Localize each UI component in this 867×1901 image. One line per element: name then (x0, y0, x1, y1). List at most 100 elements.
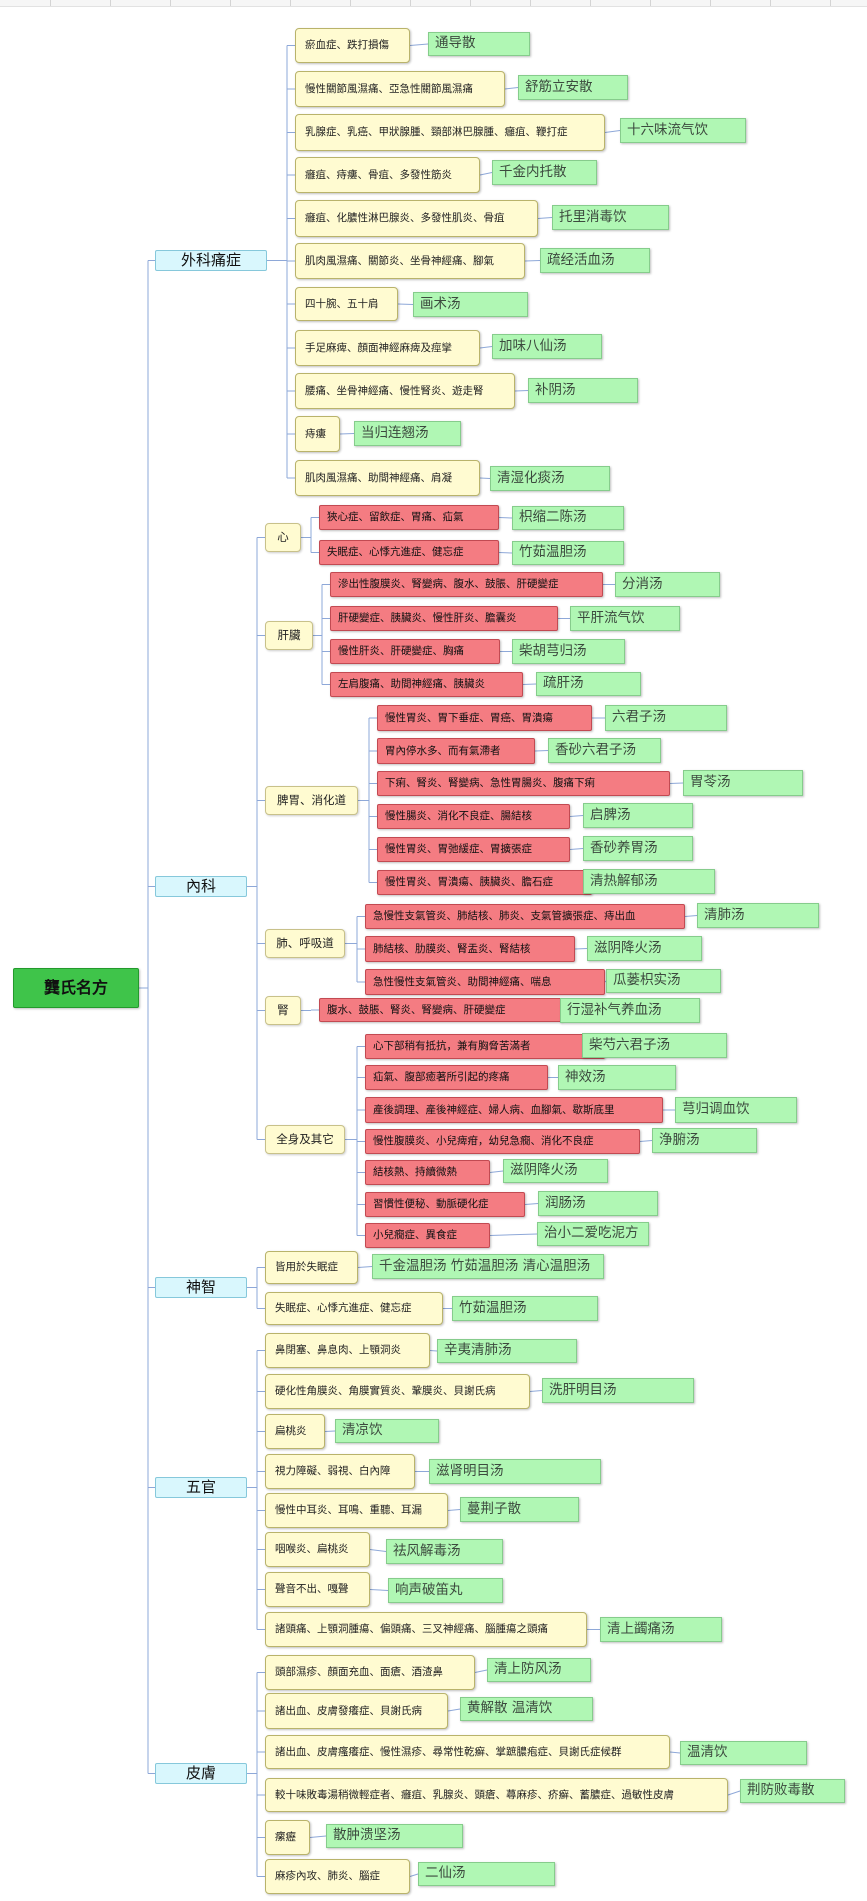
symptom-node[interactable]: 左肩腹痛、助間神經痛、胰臟炎 (330, 672, 523, 697)
subgroup-node[interactable]: 脾胃、消化道 (265, 786, 358, 815)
prescription-node[interactable]: 分消汤 (615, 572, 720, 597)
category-node[interactable]: 神智 (155, 1277, 247, 1298)
prescription-node[interactable]: 加味八仙汤 (492, 334, 602, 359)
symptom-node[interactable]: 慢性腸炎、消化不良症、腸結核 (377, 804, 570, 829)
symptom-node[interactable]: 較十味敗毒湯稍微輕症者、癰疽、乳腺炎、頭瘡、蕁麻疹、疥癬、蓄膿症、過敏性皮膚 (265, 1778, 728, 1812)
prescription-node[interactable]: 清热解郁汤 (583, 869, 715, 894)
symptom-node[interactable]: 急慢性支氣管炎、肺結核、肺炎、支氣管擴張症、痔出血 (365, 904, 685, 929)
prescription-node[interactable]: 散肿溃坚汤 (326, 1824, 463, 1848)
prescription-node[interactable]: 清上防风汤 (487, 1658, 591, 1682)
prescription-node[interactable]: 二仙汤 (418, 1862, 555, 1886)
symptom-node[interactable]: 手足麻痺、顏面神經麻痺及痙攣 (295, 330, 480, 366)
symptom-node[interactable]: 習慣性便秘、動脈硬化症 (365, 1192, 525, 1217)
prescription-node[interactable]: 治小二爱吃泥方 (537, 1222, 649, 1246)
prescription-node[interactable]: 黄解散 温清饮 (460, 1697, 593, 1721)
subgroup-node[interactable]: 全身及其它 (265, 1125, 345, 1154)
prescription-node[interactable]: 平肝流气饮 (570, 606, 680, 631)
prescription-node[interactable]: 舒筋立安散 (518, 75, 628, 100)
symptom-node[interactable]: 肺結核、肋膜炎、腎盂炎、腎結核 (365, 936, 575, 962)
category-node[interactable]: 皮膚 (155, 1763, 247, 1784)
prescription-node[interactable]: 胃苓汤 (683, 770, 803, 796)
symptom-node[interactable]: 痔瘻 (295, 416, 340, 452)
category-node[interactable]: 五官 (155, 1477, 247, 1498)
category-node[interactable]: 外科痛症 (155, 250, 267, 271)
subgroup-node[interactable]: 腎 (265, 996, 301, 1025)
symptom-node[interactable]: 肌肉風濕痛、助間神經痛、肩凝 (295, 460, 480, 496)
symptom-node[interactable]: 產後調理、產後神經症、婦人病、血腳氣、歇斯底里 (365, 1097, 663, 1123)
symptom-node[interactable]: 慢性關節風濕痛、亞急性關節風濕痛 (295, 71, 505, 107)
prescription-node[interactable]: 行湿补气养血汤 (560, 998, 700, 1023)
symptom-node[interactable]: 慢性胃炎、胃潰瘍、胰臟炎、膽石症 (377, 870, 592, 895)
symptom-node[interactable]: 癰疽、痔瘻、骨疽、多發性筋炎 (295, 157, 480, 193)
prescription-node[interactable]: 千金内托散 (492, 160, 597, 185)
prescription-node[interactable]: 六君子汤 (605, 705, 727, 731)
symptom-node[interactable]: 疝氣、腹部癒著所引起的疼痛 (365, 1065, 548, 1090)
prescription-node[interactable]: 浄腑汤 (652, 1128, 757, 1153)
root-node[interactable]: 龔氏名方 (13, 968, 139, 1008)
symptom-node[interactable]: 胃內停水多、而有氣滯者 (377, 738, 535, 764)
prescription-node[interactable]: 枳缩二陈汤 (512, 506, 624, 530)
prescription-node[interactable]: 启脾汤 (583, 803, 693, 828)
prescription-node[interactable]: 洗肝明目汤 (542, 1378, 694, 1403)
symptom-node[interactable]: 失眠症、心悸亢進症、健忘症 (265, 1292, 443, 1325)
symptom-node[interactable]: 肝硬變症、胰臟炎、慢性肝炎、膽囊炎 (330, 606, 558, 631)
prescription-node[interactable]: 辛夷清肺汤 (437, 1339, 577, 1363)
prescription-node[interactable]: 通导散 (428, 32, 530, 56)
prescription-node[interactable]: 柴芍六君子汤 (582, 1033, 727, 1058)
prescription-node[interactable]: 竹茹温胆汤 (452, 1296, 598, 1321)
symptom-node[interactable]: 急性慢性支氣管炎、助間神經痛、喘息 (365, 969, 605, 995)
prescription-node[interactable]: 神效汤 (558, 1065, 676, 1090)
symptom-node[interactable]: 瘀血症、跌打損傷 (295, 28, 410, 63)
prescription-node[interactable]: 滋阴降火汤 (587, 936, 702, 961)
symptom-node[interactable]: 諸頭痛、上顎洞腫瘍、偏頭痛、三叉神經痛、腦腫瘍之頭痛 (265, 1612, 587, 1647)
symptom-node[interactable]: 瘰癧 (265, 1820, 310, 1855)
prescription-node[interactable]: 当归连翘汤 (354, 421, 461, 446)
prescription-node[interactable]: 香砂养胃汤 (583, 836, 693, 861)
prescription-node[interactable]: 柴胡芎归汤 (512, 639, 625, 664)
prescription-node[interactable]: 千金温胆汤 竹茹温胆汤 清心温胆汤 (372, 1254, 604, 1279)
symptom-node[interactable]: 癰疽、化膿性淋巴腺炎、多發性肌炎、骨疽 (295, 200, 538, 237)
prescription-node[interactable]: 芎归调血饮 (675, 1097, 797, 1123)
prescription-node[interactable]: 补阴汤 (528, 378, 638, 403)
symptom-node[interactable]: 聲音不出、嘎聲 (265, 1572, 370, 1607)
prescription-node[interactable]: 清凉饮 (335, 1419, 439, 1443)
symptom-node[interactable]: 皆用於失眠症 (265, 1251, 358, 1284)
symptom-node[interactable]: 慢性腹膜炎、小兒痺疳，幼兒急癇、消化不良症 (365, 1129, 640, 1154)
symptom-node[interactable]: 四十腕、五十肩 (295, 287, 398, 321)
prescription-node[interactable]: 清上蠲痛汤 (600, 1617, 722, 1642)
symptom-node[interactable]: 視力障礙、弱視、白內障 (265, 1454, 415, 1489)
symptom-node[interactable]: 扁桃炎 (265, 1414, 325, 1449)
prescription-node[interactable]: 温清饮 (680, 1741, 807, 1765)
prescription-node[interactable]: 托里消毒饮 (552, 205, 669, 230)
prescription-node[interactable]: 十六味流气饮 (620, 118, 746, 143)
prescription-node[interactable]: 清湿化痰汤 (490, 466, 610, 491)
symptom-node[interactable]: 硬化性角膜炎、角膜實質炎、鞏膜炎、貝謝氏病 (265, 1374, 530, 1409)
symptom-node[interactable]: 慢性中耳炎、耳鳴、重聽、耳漏 (265, 1493, 448, 1528)
prescription-node[interactable]: 蔓荆子散 (460, 1497, 579, 1522)
subgroup-node[interactable]: 肝臟 (265, 621, 313, 650)
prescription-node[interactable]: 香砂六君子汤 (548, 738, 661, 763)
symptom-node[interactable]: 諸出血、皮膚發癢症、貝謝氏病 (265, 1693, 448, 1729)
symptom-node[interactable]: 心下部稍有抵抗，兼有胸脅苦滿者 (365, 1034, 605, 1059)
prescription-node[interactable]: 疏肝汤 (536, 672, 641, 696)
symptom-node[interactable]: 乳腺症、乳癌、甲狀腺腫、頸部淋巴腺腫、癰疽、鞭打症 (295, 114, 605, 151)
symptom-node[interactable]: 咽喉炎、扁桃炎 (265, 1532, 370, 1567)
prescription-node[interactable]: 响声破笛丸 (388, 1578, 503, 1603)
symptom-node[interactable]: 結核熱、持續微熱 (365, 1160, 490, 1185)
prescription-node[interactable]: 瓜蒌枳实汤 (606, 969, 721, 993)
subgroup-node[interactable]: 肺、呼吸道 (265, 929, 345, 958)
symptom-node[interactable]: 諸出血、皮膚瘙癢症、慢性濕疹、尋常性乾癬、掌蹠膿疱症、貝謝氏症候群 (265, 1735, 670, 1769)
prescription-node[interactable]: 荆防败毒散 (740, 1779, 845, 1803)
symptom-node[interactable]: 狹心症、留飲症、胃痛、疝氣 (319, 505, 499, 530)
symptom-node[interactable]: 失眠症、心悸亢進症、健忘症 (319, 540, 499, 565)
prescription-node[interactable]: 疏经活血汤 (540, 248, 650, 273)
prescription-node[interactable]: 润肠汤 (538, 1191, 658, 1216)
prescription-node[interactable]: 祛风解毒汤 (386, 1539, 503, 1564)
symptom-node[interactable]: 慢性胃炎、胃下垂症、胃癌、胃潰瘍 (377, 705, 592, 731)
symptom-node[interactable]: 鼻閉塞、鼻息肉、上顎洞炎 (265, 1333, 430, 1368)
symptom-node[interactable]: 下痢、腎炎、腎變病、急性胃腸炎、腹痛下痢 (377, 771, 670, 796)
symptom-node[interactable]: 腹水、鼓脹、腎炎、腎變病、肝硬變症 (319, 998, 562, 1022)
prescription-node[interactable]: 画术汤 (413, 292, 528, 317)
symptom-node[interactable]: 肌肉風濕痛、關節炎、坐骨神經痛、腳氣 (295, 243, 525, 279)
prescription-node[interactable]: 竹茹温胆汤 (512, 541, 624, 565)
